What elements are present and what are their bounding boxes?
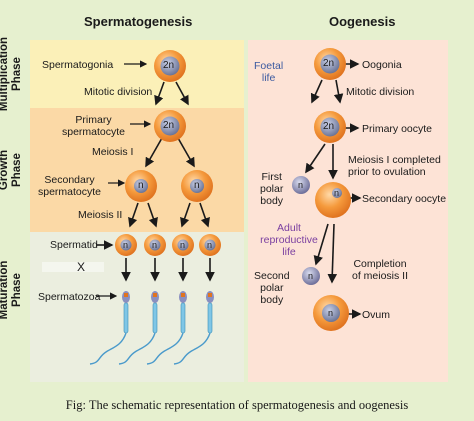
secondary-spermatocyte-ploidy-2: n [194, 180, 200, 191]
spermatogonia-label: Spermatogonia [42, 59, 114, 71]
ovum-label: Ovum [362, 309, 391, 321]
secondary-spermatocyte-cell-2 [181, 170, 213, 202]
primary-oocyte-ploidy: 2n [323, 121, 335, 132]
secondary-spermatocyte-label: Secondary spermatocyte [38, 174, 102, 198]
oogonia-ploidy: 2n [323, 58, 335, 69]
first-polar-body-ploidy: n [298, 180, 304, 190]
adult-reproductive-life-label: Adult reproductive life [260, 222, 318, 258]
first-polar-body-label: First polar body [260, 171, 284, 207]
spermatozoa-cells [89, 291, 214, 365]
primary-spermatocyte-label: Primary spermatocyte [62, 114, 126, 138]
oogenesis-panel [248, 40, 448, 382]
spermatogenesis-header: Spermatogenesis [84, 14, 193, 29]
ovum-cell [313, 295, 349, 331]
spermatid-label: Spermatid [50, 239, 98, 251]
meiosis-1-completed-label: Meiosis I completed prior to ovulation [348, 154, 441, 178]
spermatid-ploidy-2: n [152, 240, 158, 250]
oo-arrows [305, 59, 362, 319]
primary-spermatocyte-cell [154, 110, 186, 142]
sperm-arrows [96, 81, 215, 282]
foetal-life-label: Foetal life [254, 60, 284, 84]
second-polar-body-ploidy: n [308, 271, 314, 281]
spermatogonia-cell [154, 50, 186, 82]
secondary-oocyte-cell [315, 182, 351, 218]
primary-oocyte-label: Primary oocyte [362, 123, 433, 135]
spermatid-ploidy-1: n [123, 240, 129, 250]
x-mark: X [77, 260, 86, 274]
oogonia-cell [314, 48, 346, 80]
secondary-oocyte-ploidy: n [334, 188, 340, 198]
spermatid-cells [115, 234, 221, 256]
spermatid-ploidy-4: n [207, 240, 213, 250]
spermatozoa-label: Spermatozoa [38, 291, 101, 303]
secondary-oocyte-label: Secondary oocyte [362, 193, 447, 205]
spermatid-ploidy-3: n [180, 240, 186, 250]
completion-meiosis-2-label: Completion of meiosis II [352, 258, 409, 282]
meiosis-2-label: Meiosis II [78, 209, 123, 221]
growth-band [30, 108, 244, 232]
oogenesis-header: Oogenesis [329, 14, 396, 29]
spermatogonia-ploidy: 2n [163, 60, 175, 71]
primary-oocyte-cell [314, 111, 346, 143]
oogonia-label: Oogonia [362, 59, 402, 71]
sperm-mitotic-division-label: Mitotic division [84, 86, 153, 98]
ovum-ploidy: n [328, 308, 334, 318]
oo-mitotic-division-label: Mitotic division [346, 86, 415, 98]
primary-spermatocyte-ploidy: 2n [163, 120, 175, 131]
multiplication-band [30, 40, 244, 108]
secondary-spermatocyte-cell-1 [125, 170, 157, 202]
second-polar-body [302, 267, 320, 285]
second-polar-body-label: Second polar body [254, 270, 290, 306]
x-mark-band [42, 262, 104, 272]
meiosis-1-label: Meiosis I [92, 146, 134, 158]
secondary-spermatocyte-ploidy-1: n [138, 180, 144, 191]
figure-caption: Fig: The schematic representation of spe… [65, 398, 409, 412]
first-polar-body [292, 176, 310, 194]
